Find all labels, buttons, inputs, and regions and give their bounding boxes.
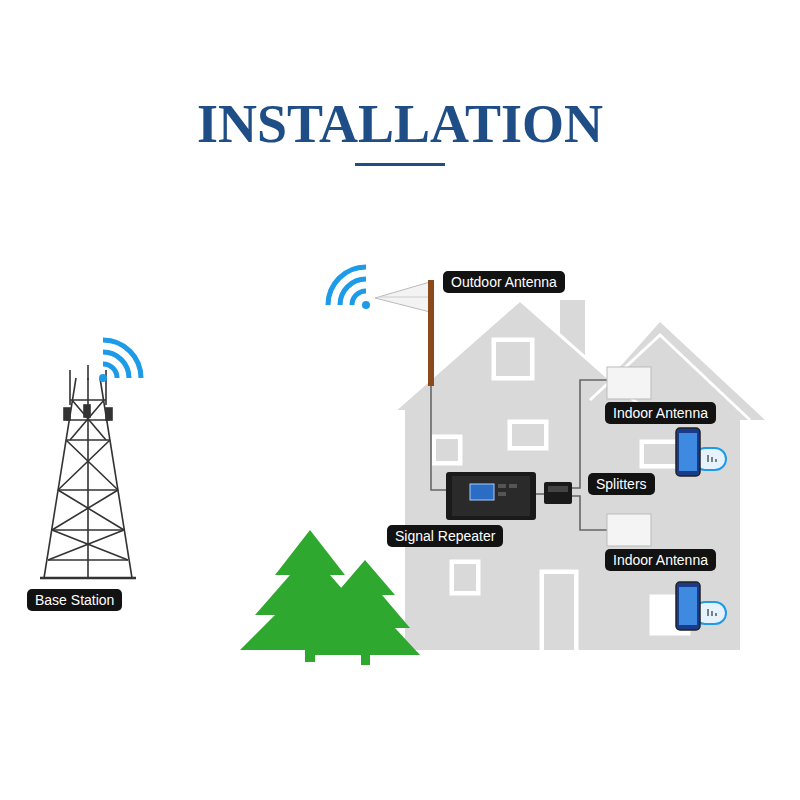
callout-label: Base Station: [27, 589, 122, 611]
signal-icon: [328, 267, 370, 309]
label-text: Indoor Antenna: [613, 405, 708, 421]
signal-icon: [99, 340, 141, 382]
house: [395, 300, 765, 650]
phone-icon: [676, 582, 726, 630]
label-text: Indoor Antenna: [613, 552, 708, 568]
signal-repeater: [446, 472, 536, 520]
title-underline: [355, 163, 445, 166]
callout-label: Splitters: [588, 473, 655, 495]
callout-label: Signal Repeater: [387, 525, 503, 547]
base-station-tower: [40, 365, 136, 578]
trees: [240, 530, 420, 665]
outdoor-antenna: [375, 280, 434, 386]
callout-label: Indoor Antenna: [605, 549, 716, 571]
indoor-antenna: [607, 367, 651, 399]
phone-icon: [676, 428, 726, 476]
callout-label: Outdoor Antenna: [443, 271, 565, 293]
label-text: Base Station: [35, 592, 114, 608]
label-text: Signal Repeater: [395, 528, 495, 544]
cable: [431, 380, 607, 530]
page-title: INSTALLATION: [0, 95, 800, 154]
label-text: Splitters: [596, 476, 647, 492]
indoor-antenna: [607, 514, 651, 546]
label-text: Outdoor Antenna: [451, 274, 557, 290]
callout-label: Indoor Antenna: [605, 402, 716, 424]
splitter: [544, 482, 572, 504]
